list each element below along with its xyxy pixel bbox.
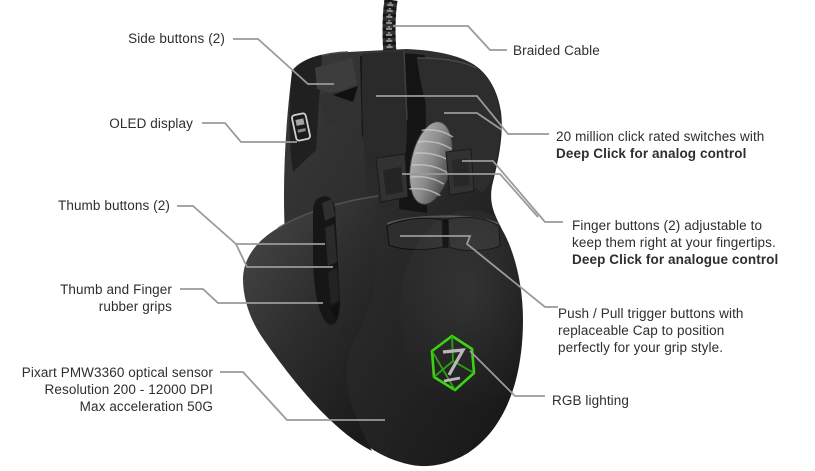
leader-rgb-lighting bbox=[469, 350, 545, 397]
callout-oled-display: OLED display bbox=[109, 115, 193, 132]
leader-finger-buttons-b bbox=[402, 173, 539, 218]
callout-rubber-grips: Thumb and Finger rubber grips bbox=[60, 282, 172, 314]
callout-thumb-buttons: Thumb buttons (2) bbox=[58, 197, 170, 214]
callout-rgb-lighting: RGB lighting bbox=[552, 392, 629, 409]
rgb-logo-icon bbox=[430, 334, 476, 392]
callout-side-buttons-text: Side buttons (2) bbox=[128, 31, 225, 46]
scroll-wheel-graphic bbox=[409, 121, 454, 205]
callout-braided-cable: Braided Cable bbox=[513, 42, 600, 59]
leader-switches-a bbox=[376, 95, 549, 135]
thumb-buttons-graphic bbox=[313, 196, 341, 325]
leader-lines bbox=[177, 25, 563, 421]
leader-side-buttons bbox=[233, 38, 334, 85]
callout-rgb-lighting-text: RGB lighting bbox=[552, 393, 629, 408]
callout-thumb-buttons-text: Thumb buttons (2) bbox=[57, 198, 170, 213]
leader-finger-buttons-a bbox=[462, 160, 563, 223]
leader-thumb-buttons-a bbox=[177, 205, 325, 245]
leader-rubber-grips bbox=[180, 288, 323, 304]
leader-switches-b bbox=[444, 112, 503, 131]
callout-braided-cable-text: Braided Cable bbox=[513, 43, 600, 58]
leader-thumb-buttons-b bbox=[235, 243, 333, 268]
leader-oled-display bbox=[202, 122, 297, 143]
callout-push-pull-trigger: Push / Pull trigger buttons with replace… bbox=[558, 306, 744, 355]
callout-optical-sensor: Pixart PMW3360 optical sensor Resolution… bbox=[21, 365, 213, 414]
right-click-button-graphic bbox=[417, 58, 501, 193]
callout-switches: 20 million click rated switches with Dee… bbox=[556, 129, 765, 161]
callout-finger-buttons: Finger buttons (2) adjustable to keep th… bbox=[572, 218, 779, 267]
leader-optical-sensor bbox=[220, 371, 385, 421]
oled-display-icon bbox=[291, 112, 311, 142]
thumb-wing bbox=[243, 195, 379, 451]
leader-braided-cable bbox=[393, 25, 507, 51]
callout-side-buttons: Side buttons (2) bbox=[128, 30, 225, 47]
leader-push-pull-trigger bbox=[400, 235, 558, 308]
callout-oled-display-text: OLED display bbox=[109, 116, 193, 131]
